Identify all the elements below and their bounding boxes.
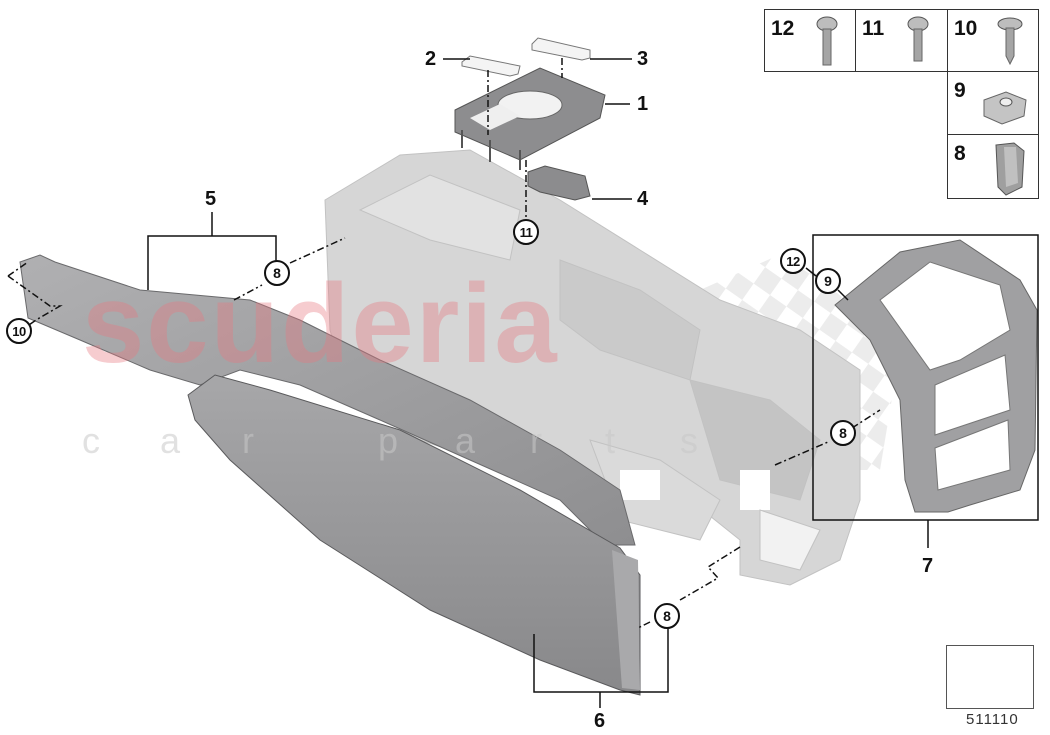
part-label-6[interactable]: 6: [594, 710, 606, 732]
legend-item-9[interactable]: 9: [947, 71, 1039, 135]
dash-dot-lines: [7, 58, 881, 629]
part-2-trim-strip: [461, 55, 521, 77]
callout-8-left[interactable]: 8: [264, 260, 290, 286]
clip-nut-icon: [983, 91, 1027, 125]
part-label-3[interactable]: 3: [637, 48, 649, 70]
part-3-trim-strip: [531, 37, 591, 61]
leader-lines: [147, 58, 1039, 708]
callout-11[interactable]: 11: [513, 219, 539, 245]
part-label-2[interactable]: 2: [425, 48, 437, 70]
legend-item-11[interactable]: 11: [855, 9, 948, 72]
legend-item-8[interactable]: 8: [947, 134, 1039, 199]
orientation-box: [946, 645, 1034, 709]
pan-head-screw-icon: [816, 16, 838, 66]
pan-head-screw-icon: [907, 16, 929, 62]
callout-8-bottom[interactable]: 8: [654, 603, 680, 629]
diagram-number: 511110: [966, 711, 1019, 728]
callout-12[interactable]: 12: [780, 248, 806, 274]
flange-tapping-screw-icon: [997, 17, 1023, 66]
part-6-side-panel: [187, 374, 641, 696]
legend-item-10[interactable]: 10: [947, 9, 1039, 72]
part-label-7[interactable]: 7: [922, 555, 934, 577]
callout-10[interactable]: 10: [6, 318, 32, 344]
callout-9[interactable]: 9: [815, 268, 841, 294]
part-label-4[interactable]: 4: [637, 188, 649, 210]
part-label-1[interactable]: 1: [637, 93, 649, 115]
part-5-side-trim: [19, 254, 636, 546]
part-label-5[interactable]: 5: [205, 188, 217, 210]
part-7-rear-vent-trim: [834, 239, 1038, 513]
callout-8-right[interactable]: 8: [830, 420, 856, 446]
spring-clip-icon: [995, 142, 1025, 196]
part-4-bracket: [527, 165, 591, 201]
legend-item-12[interactable]: 12: [764, 9, 856, 72]
part-1-cupholder-trim: [454, 67, 606, 170]
